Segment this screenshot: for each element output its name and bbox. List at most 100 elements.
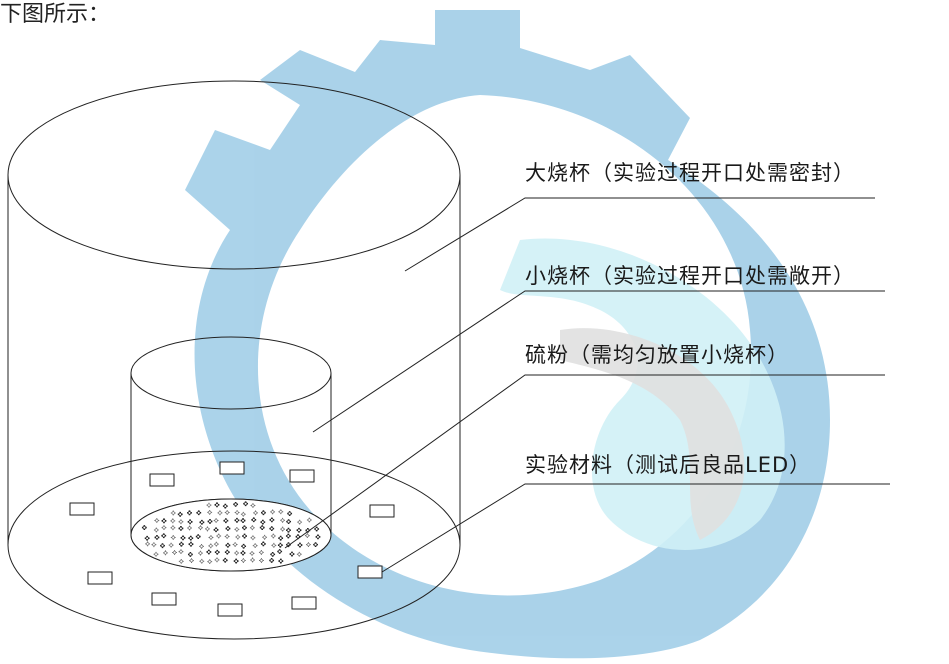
- sulfur-particle-center: [214, 542, 218, 546]
- sulfur-particle-center: [208, 510, 212, 514]
- sulfur-particle-center: [298, 543, 302, 547]
- sulfur-particle-center: [251, 503, 255, 508]
- sulfur-particle-center: [261, 511, 266, 515]
- sulfur-particle-center: [169, 543, 173, 547]
- sulfur-particle-center: [270, 558, 274, 563]
- sulfur-particle-center: [179, 542, 183, 546]
- led-sample: [369, 504, 395, 518]
- led-sample: [219, 461, 245, 475]
- sulfur-particle-center: [297, 552, 301, 556]
- led-sample: [291, 596, 317, 610]
- sulfur-particle-center: [244, 502, 248, 506]
- sulfur-particle-center: [234, 502, 238, 506]
- sulfur-particle-center: [261, 520, 265, 524]
- sulfur-particle-center: [214, 518, 218, 523]
- sulfur-powder: [130, 498, 332, 572]
- sulfur-particle-center: [234, 559, 238, 563]
- sulfur-particle-center: [207, 550, 211, 554]
- sulfur-particle-center: [250, 558, 255, 562]
- leader-line-small-beaker: [312, 290, 885, 433]
- sulfur-particle-center: [188, 552, 192, 557]
- sulfur-particle-center: [217, 534, 221, 538]
- sulfur-particle-center: [260, 525, 264, 530]
- sulfur-particle-center: [290, 552, 294, 556]
- sulfur-particle-center: [241, 551, 245, 555]
- sulfur-particle-center: [279, 510, 283, 514]
- sulfur-particle-center: [196, 535, 200, 539]
- label-large-beaker: 大烧杯（实验过程开口处需密封）: [525, 161, 855, 185]
- sulfur-particle-center: [306, 543, 311, 547]
- sulfur-particle-center: [179, 520, 183, 524]
- sulfur-particle-center: [181, 536, 185, 540]
- sulfur-particle-center: [223, 558, 227, 562]
- sulfur-particle-center: [198, 551, 203, 555]
- sulfur-particle-center: [209, 535, 213, 540]
- led-samples: [69, 461, 395, 617]
- sulfur-particle-center: [171, 519, 175, 523]
- intro-text: 下图所示：: [0, 2, 111, 27]
- sulfur-particle-center: [226, 526, 230, 531]
- sulfur-particle-center: [278, 543, 282, 547]
- watermark-swoosh-gray: [560, 328, 745, 540]
- sulfur-particle-center: [235, 551, 239, 555]
- sulfur-particle-center: [278, 549, 282, 554]
- sulfur-particle-center: [279, 559, 283, 563]
- sulfur-particle-center: [179, 526, 183, 530]
- sulfur-particle-center: [162, 534, 166, 538]
- sulfur-particle-center: [286, 528, 291, 532]
- sulfur-particle-center: [199, 544, 204, 548]
- sulfur-particle-center: [242, 534, 247, 538]
- sulfur-particle-center: [241, 558, 245, 563]
- sulfur-particle-center: [270, 527, 274, 531]
- sulfur-particle-center: [297, 528, 301, 532]
- sulfur-particle-center: [171, 535, 175, 540]
- led-sample: [149, 473, 175, 487]
- sulfur-particle-center: [235, 510, 239, 515]
- sulfur-particle-center: [259, 558, 264, 563]
- sulfur-particle-center: [172, 550, 177, 555]
- sulfur-particle-center: [189, 559, 194, 563]
- sulfur-particle-center: [235, 527, 239, 532]
- sulfur-particle-center: [226, 543, 230, 547]
- sulfur-particle-center: [145, 536, 149, 540]
- sulfur-particle-center: [215, 550, 219, 554]
- sulfur-particle-center: [241, 512, 245, 516]
- led-sample: [69, 502, 95, 516]
- sulfur-particle-center: [205, 527, 210, 531]
- label-small-beaker: 小烧杯（实验过程开口处需敞开）: [525, 264, 855, 288]
- label-sulfur-powder: 硫粉（需均匀放置小烧杯）: [525, 343, 789, 367]
- sulfur-particle-center: [263, 535, 267, 539]
- sulfur-particle-center: [261, 542, 265, 546]
- sulfur-particle-center: [225, 534, 229, 539]
- sulfur-particle-center: [154, 528, 158, 532]
- led-sample: [357, 565, 383, 579]
- sulfur-particle-center: [224, 519, 228, 523]
- sulfur-particle-center: [252, 518, 256, 522]
- sulfur-particle-center: [225, 510, 229, 515]
- sulfur-particle-center: [155, 535, 159, 540]
- sulfur-particle-center: [305, 533, 309, 538]
- sulfur-particle-center: [271, 534, 275, 538]
- sulfur-particle-center: [163, 551, 168, 555]
- sulfur-particle-center: [198, 526, 203, 530]
- sulfur-particle-center: [271, 510, 275, 514]
- sulfur-particle-center: [200, 520, 204, 524]
- sulfur-particle-center: [171, 526, 175, 530]
- sulfur-particle-center: [250, 526, 254, 530]
- sulfur-particle-center: [207, 503, 211, 507]
- sulfur-particle-center: [225, 550, 229, 554]
- sulfur-particle-center: [315, 527, 319, 531]
- label-test-material: 实验材料（测试后良品LED）: [525, 453, 812, 477]
- sulfur-particle-center: [236, 535, 240, 539]
- sulfur-particle-center: [189, 536, 193, 540]
- sulfur-particle-center: [208, 519, 212, 524]
- sulfur-particle-center: [188, 520, 192, 524]
- sulfur-particle-center: [223, 504, 227, 508]
- sulfur-particle-center: [162, 519, 166, 523]
- sulfur-particle-center: [250, 551, 254, 555]
- sulfur-particle-center: [259, 550, 263, 555]
- sulfur-particle-center: [218, 511, 222, 515]
- sulfur-particle-center: [287, 520, 291, 524]
